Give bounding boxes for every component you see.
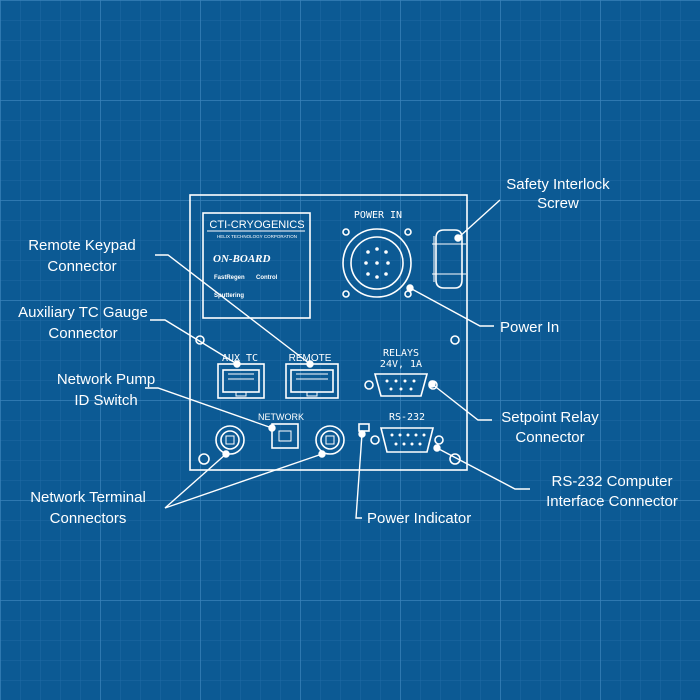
network-terminal-right	[315, 425, 345, 455]
leader-rs232	[436, 447, 530, 490]
logo-tagline: HELIX TECHNOLOGY CORPORATION	[217, 234, 297, 239]
callout-rs232-line1: RS-232 Computer	[552, 473, 673, 490]
network-label: NETWORK	[258, 412, 304, 422]
callout-network-pump-line1: Network Pump	[57, 371, 155, 388]
power-in-label: POWER IN	[354, 210, 402, 221]
callout-safety-interlock-line2: Screw	[537, 195, 579, 212]
logo-line2: Sputtering	[214, 293, 244, 299]
callout-remote-keypad-line2: Connector	[47, 258, 116, 275]
callout-labels: Safety Interlock Screw Remote Keypad Con…	[18, 176, 678, 527]
leader-setpoint-relay	[431, 383, 492, 421]
mount-hole	[195, 335, 205, 345]
leader-dot	[318, 450, 326, 458]
callout-aux-tc-line2: Connector	[48, 325, 117, 342]
leader-dot	[433, 444, 441, 452]
leader-dot	[306, 360, 314, 368]
callout-safety-interlock-line1: Safety Interlock	[506, 176, 610, 193]
leader-lines	[145, 199, 530, 519]
leader-dot	[406, 284, 414, 292]
leader-power-indicator	[355, 433, 363, 519]
logo-product: ON-BOARD	[213, 253, 271, 265]
callout-power-in: Power In	[500, 319, 559, 336]
controller-panel: CTI-CRYOGENICS HELIX TECHNOLOGY CORPORAT…	[189, 194, 468, 471]
callout-network-terminal-line1: Network Terminal	[30, 489, 146, 506]
leader-dot	[428, 380, 436, 388]
callout-power-indicator: Power Indicator	[367, 510, 471, 527]
logo-line1: FastRegen	[214, 275, 245, 281]
leader-dot	[222, 450, 230, 458]
safety-interlock-screw	[432, 229, 466, 289]
remote-label: REMOTE	[289, 353, 332, 364]
aux-tc-connector: AUX TC	[217, 353, 265, 399]
rs232-connector: RS-232	[370, 412, 444, 453]
rs232-label: RS-232	[389, 412, 425, 423]
aux-tc-label: AUX TC	[222, 353, 258, 364]
callout-aux-tc-line1: Auxiliary TC Gauge	[18, 304, 148, 321]
callout-network-pump-line2: ID Switch	[74, 392, 137, 409]
logo-line1-suffix: Control	[256, 275, 278, 281]
callout-rs232-line2: Interface Connector	[546, 493, 678, 510]
logo-block: CTI-CRYOGENICS HELIX TECHNOLOGY CORPORAT…	[202, 212, 311, 319]
mount-hole	[449, 453, 461, 465]
leader-dot	[358, 430, 366, 438]
network-terminal-left	[215, 425, 245, 455]
network-id-switch: NETWORK	[258, 412, 304, 449]
leader-network-pump	[145, 387, 273, 429]
mount-hole	[198, 453, 210, 465]
leader-network-terminal-left	[164, 453, 227, 509]
leader-remote-keypad	[155, 254, 311, 365]
callout-remote-keypad-line1: Remote Keypad	[28, 237, 136, 254]
callout-setpoint-relay-line1: Setpoint Relay	[501, 409, 599, 426]
relays-label: RELAYS	[383, 348, 419, 359]
leader-dot	[454, 234, 462, 242]
callout-network-terminal-line2: Connectors	[50, 510, 127, 527]
panel-outline	[189, 194, 468, 471]
relays-rating: 24V, 1A	[380, 359, 422, 370]
leader-dot	[233, 360, 241, 368]
leader-power-in	[409, 287, 494, 327]
leader-dot	[268, 424, 276, 432]
mount-hole	[450, 335, 460, 345]
leader-network-terminal-right	[164, 453, 323, 509]
callout-setpoint-relay-line2: Connector	[515, 429, 584, 446]
leader-safety-interlock	[457, 199, 501, 239]
leader-aux-tc	[150, 319, 238, 365]
logo-brand: CTI-CRYOGENICS	[209, 219, 304, 231]
